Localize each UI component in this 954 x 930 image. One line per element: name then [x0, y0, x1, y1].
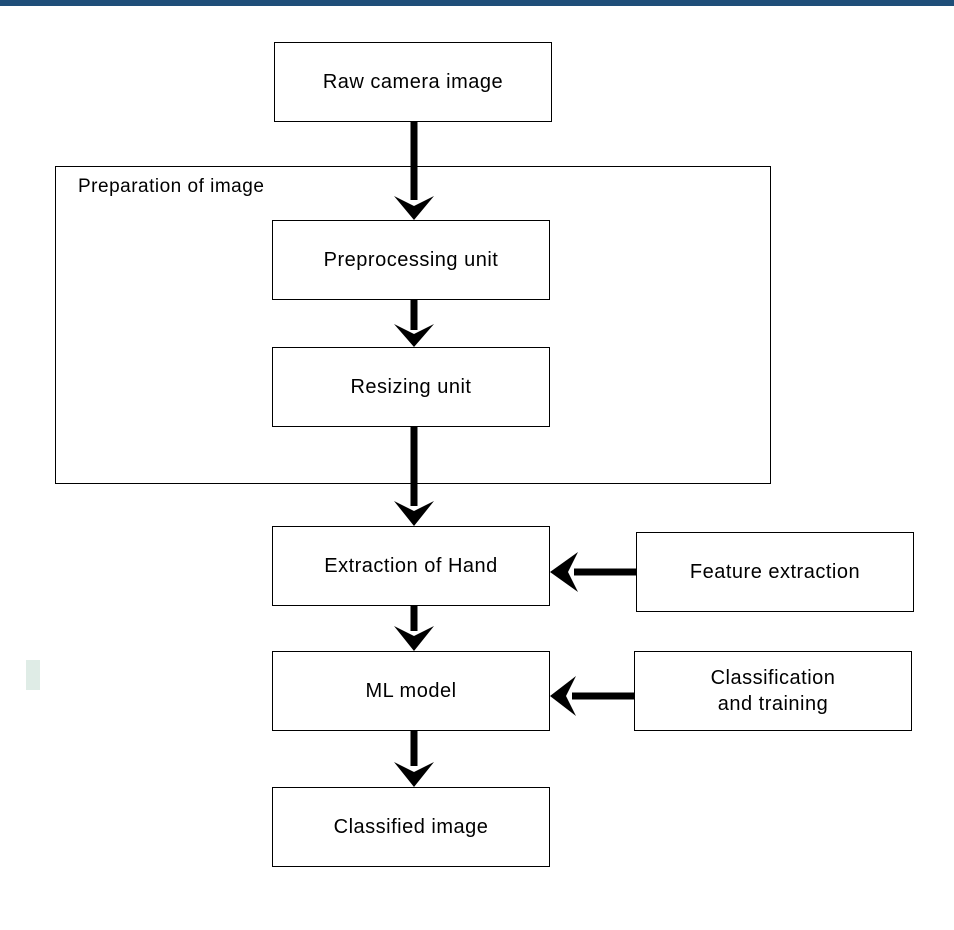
node-label: Resizing unit [350, 376, 472, 398]
node-raw-camera-image: Raw camera image [274, 42, 552, 122]
arrowhead-down [394, 626, 434, 651]
node-label: ML model [365, 680, 457, 702]
arrowhead-down [394, 762, 434, 787]
node-classified-image: Classified image [272, 787, 550, 867]
arrowhead-left [550, 552, 578, 592]
node-preprocessing-unit: Preprocessing unit [272, 220, 550, 300]
node-extraction-of-hand: Extraction of Hand [272, 526, 550, 606]
arrowhead-down [394, 324, 434, 347]
node-label: Extraction of Hand [324, 555, 498, 577]
preparation-group-label: Preparation of image [78, 176, 265, 197]
node-label: Feature extraction [689, 561, 861, 583]
node-label: Classified image [333, 816, 489, 838]
side-marker [26, 660, 40, 690]
node-classification-and-training: Classification and training [634, 651, 912, 731]
arrowhead-down [394, 196, 434, 220]
arrowhead-down [394, 501, 434, 526]
node-ml-model: ML model [272, 651, 550, 731]
node-resizing-unit: Resizing unit [272, 347, 550, 427]
top-border-bar [0, 0, 954, 6]
node-label: Preprocessing unit [323, 249, 499, 271]
arrowhead-left [550, 676, 576, 716]
node-label: Raw camera image [322, 71, 504, 93]
node-feature-extraction: Feature extraction [636, 532, 914, 612]
node-label: Classification and training [710, 667, 836, 715]
